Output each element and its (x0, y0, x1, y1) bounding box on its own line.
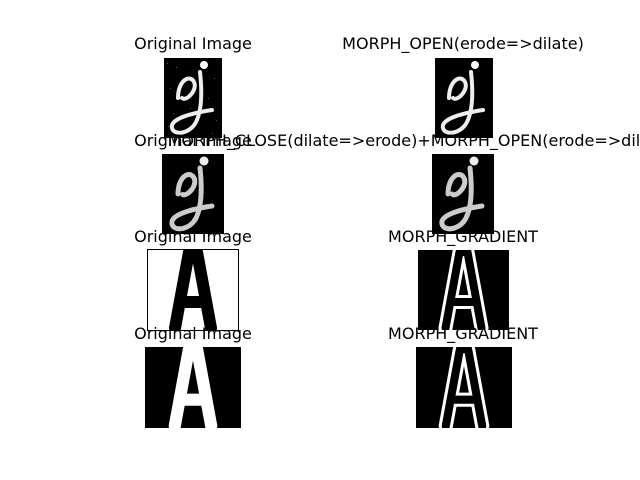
subplot-title-7: Original Image (134, 324, 252, 343)
letter-a-outline-icon (418, 250, 509, 330)
subplot-title-6: MORPH_GRADIENT (388, 227, 538, 246)
subplot-title-4: MORPH_CLOSE(dilate=>erode)+MORPH_OPEN(er… (167, 131, 640, 150)
subplot-title-2: MORPH_OPEN(erode=>dilate) (342, 34, 584, 53)
subplot-title-8: MORPH_GRADIENT (388, 324, 538, 343)
cursive-j-closed-icon (432, 154, 494, 234)
cursive-j-noisy-icon (164, 58, 222, 138)
subplot-title-3: Original Image (134, 131, 252, 150)
letter-a-black-on-white-icon (147, 249, 239, 331)
cursive-j-holes-icon (162, 154, 224, 234)
letter-a-outline-icon (416, 347, 512, 428)
subplot-title-5: Original Image (134, 227, 252, 246)
subplot-title-1: Original Image (134, 34, 252, 53)
letter-a-white-on-black-icon (145, 347, 241, 428)
cursive-j-opened-icon (435, 58, 493, 138)
